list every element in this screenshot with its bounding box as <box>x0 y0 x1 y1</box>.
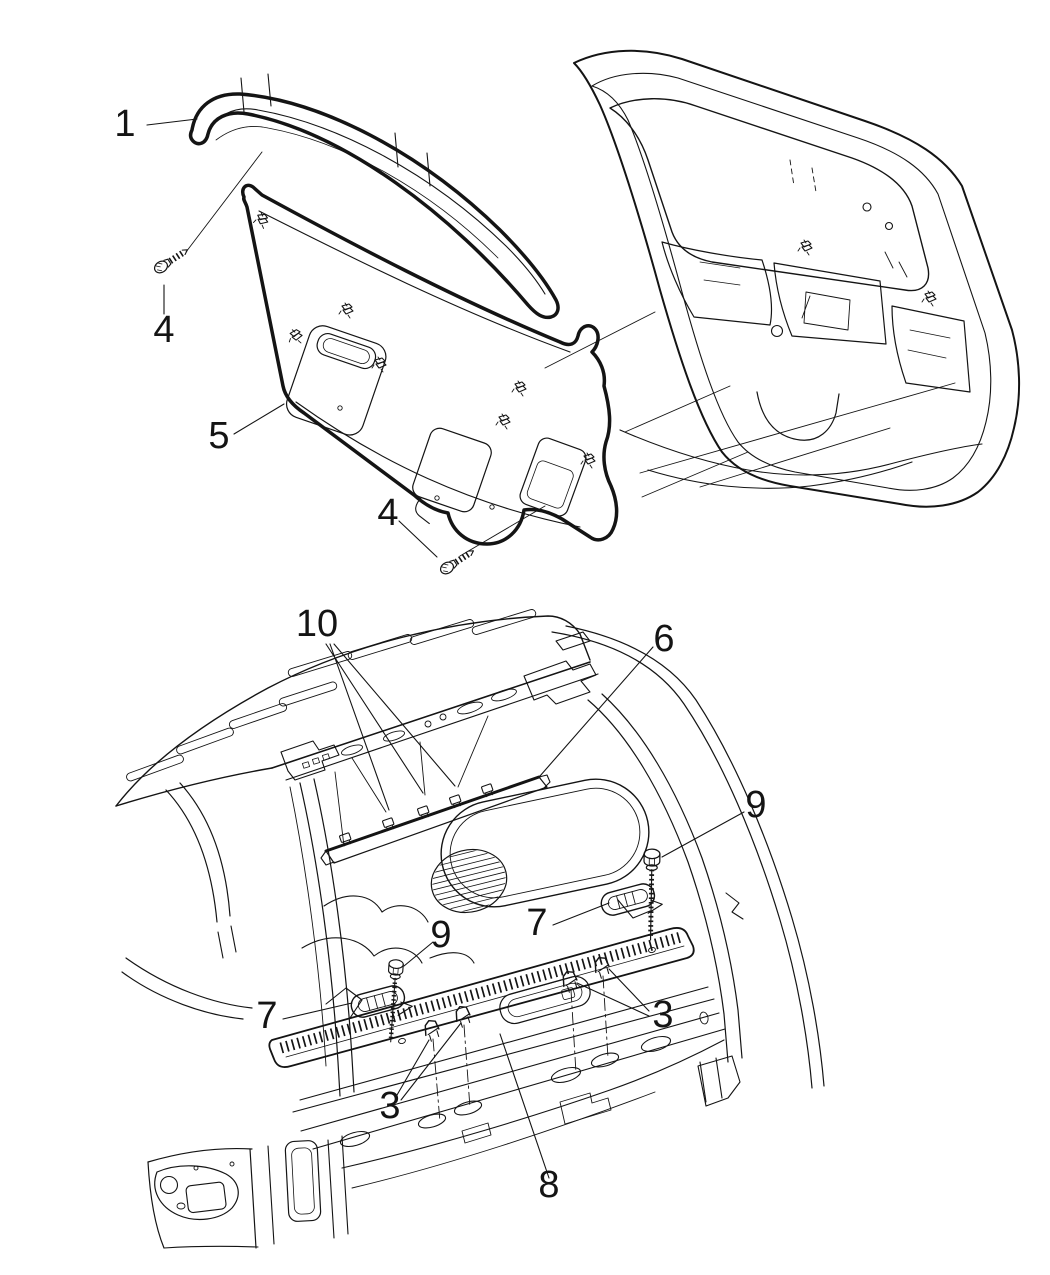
panel-center-cutout <box>412 427 492 525</box>
part-screw-lower-drawing <box>438 505 546 576</box>
body-sill-drawing <box>292 986 726 1189</box>
callout-bracket-left: 7 <box>256 995 277 1037</box>
leader-callout-3-right <box>576 968 650 1017</box>
panel-handle-pocket <box>285 325 387 436</box>
callout-header-clips: 10 <box>296 603 338 645</box>
leader-callout-9-right <box>661 811 745 858</box>
liftgate-inner-panel-drawing <box>573 49 1021 508</box>
scuff-plate-handle-recess <box>499 975 591 1025</box>
part-screw-upper-drawing <box>152 151 263 275</box>
callout-screw-lower: 4 <box>377 492 398 534</box>
callout-screw-upper: 4 <box>153 309 174 351</box>
callout-bolt-right: 9 <box>745 784 766 826</box>
vent-hatch <box>425 844 513 918</box>
callout-sill-clips-right: 3 <box>652 994 673 1036</box>
callout-header-strip: 6 <box>653 618 674 660</box>
scuff-plate-drawing <box>268 927 695 1123</box>
upper-figure-liftgate-trim: 1 4 5 4 <box>114 49 1021 576</box>
part-trim-panel-drawing <box>240 183 619 546</box>
leader-callout-7-left <box>282 1002 353 1020</box>
leader-callout-10 <box>325 643 456 811</box>
leader-callout-5 <box>233 403 285 435</box>
opening-seal-drawing <box>301 778 744 1019</box>
panel-right-pocket <box>519 437 587 517</box>
leader-callout-9-left <box>403 941 434 967</box>
leader-callout-1 <box>146 118 198 126</box>
upper-callouts: 1 4 5 4 <box>114 103 438 558</box>
quarter-taillamp-drawing <box>147 1135 349 1249</box>
lower-callouts: 10 6 9 7 9 7 3 3 8 <box>256 603 766 1206</box>
leader-callout-4-lower <box>398 520 438 558</box>
leader-callout-8 <box>499 1033 550 1179</box>
lower-figure-body-rear: 10 6 9 7 9 7 3 3 8 <box>115 603 825 1249</box>
callout-bracket-right: 7 <box>526 902 547 944</box>
leader-callout-7-right <box>552 902 610 926</box>
leader-callout-6 <box>539 646 654 777</box>
header-strip-drawing <box>320 774 551 866</box>
leader-callout-3-left <box>396 1022 462 1101</box>
callout-sill-clips-left: 3 <box>379 1085 400 1127</box>
callout-bolt-left: 9 <box>430 914 451 956</box>
roof-panel-drawing <box>115 609 591 807</box>
projection-lines-upper <box>544 311 749 498</box>
callout-molding: 1 <box>114 103 135 145</box>
pillars-drawing <box>121 625 825 1107</box>
callout-scuff-plate: 8 <box>538 1164 559 1206</box>
callout-trim-panel: 5 <box>208 415 229 457</box>
part-molding-drawing <box>188 73 560 320</box>
rear-header-drawing <box>271 631 599 847</box>
